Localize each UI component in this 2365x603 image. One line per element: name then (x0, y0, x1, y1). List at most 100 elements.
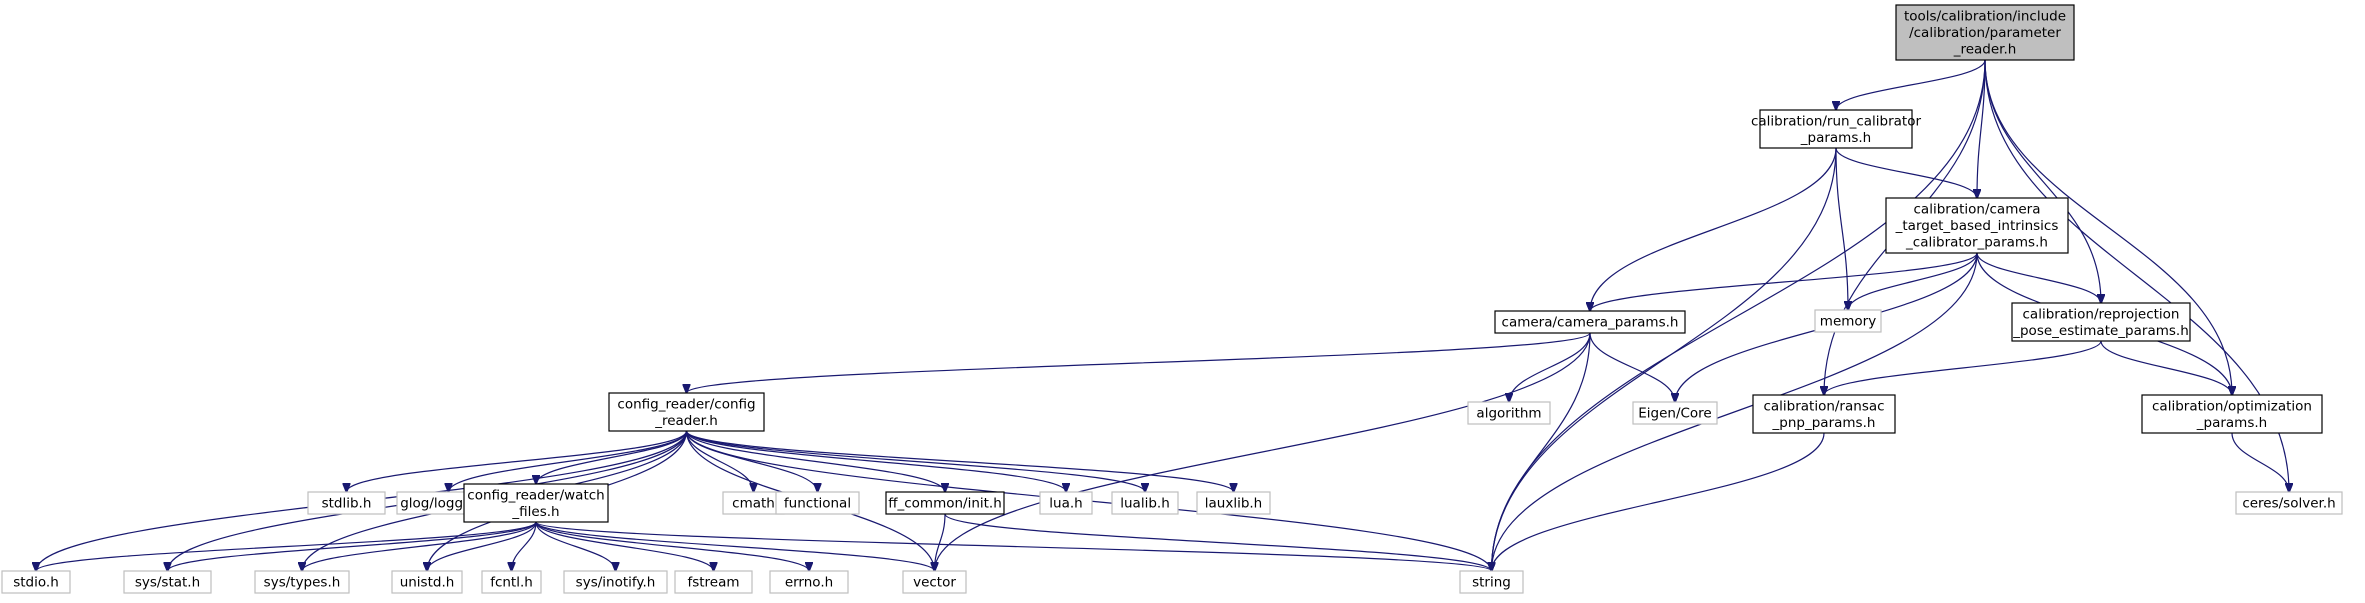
node-label: ceres/solver.h (2242, 496, 2335, 512)
node-lua: lua.h (1039, 491, 1093, 515)
nodes-layer: tools/calibration/include/calibration/pa… (1, 4, 2343, 594)
node-label: ff_common/init.h (888, 496, 1002, 512)
node-config-reader[interactable]: config_reader/config_reader.h (608, 392, 765, 432)
node-label: _calibrator_params.h (1905, 235, 2048, 251)
edges-layer (36, 59, 2289, 571)
edge-config-reader-to-lauxlib (685, 430, 1234, 492)
edge-watch-files-to-sys-stat (168, 521, 537, 571)
node-sys-inotify: sys/inotify.h (563, 570, 668, 594)
node-optimization[interactable]: calibration/optimization_params.h (2141, 394, 2323, 434)
edge-config-reader-to-stdlib (347, 430, 688, 492)
node-algorithm: algorithm (1467, 401, 1551, 425)
node-ransac[interactable]: calibration/ransac_pnp_params.h (1752, 394, 1896, 434)
node-label: fstream (687, 575, 739, 591)
edge-camera-params-to-string (1492, 332, 1591, 571)
edge-run-calibrator-to-string (1492, 147, 1837, 571)
edge-watch-files-to-fcntl (512, 521, 537, 571)
edge-root-to-camera-target (1977, 59, 1986, 198)
edge-config-reader-to-lua (685, 430, 1067, 492)
node-label: calibration/reprojection (2023, 306, 2180, 322)
node-box (2011, 302, 2191, 342)
node-label: calibration/optimization (2152, 398, 2312, 414)
node-label: fcntl.h (490, 575, 533, 591)
node-label: unistd.h (400, 575, 455, 591)
node-label: _reader.h (1953, 42, 2017, 58)
node-watch-files[interactable]: config_reader/watch_files.h (463, 483, 609, 523)
node-sys-types: sys/types.h (254, 570, 350, 594)
node-box (1632, 401, 1718, 425)
node-box (391, 570, 463, 594)
node-root[interactable]: tools/calibration/include/calibration/pa… (1895, 4, 2075, 61)
node-label: stdio.h (13, 575, 59, 591)
node-box (1111, 491, 1179, 515)
node-label: _params.h (2196, 415, 2267, 431)
node-stdio: stdio.h (1, 570, 71, 594)
node-box (1, 570, 71, 594)
node-ceres: ceres/solver.h (2235, 491, 2343, 515)
edge-run-calibrator-to-memory (1835, 147, 1848, 310)
edge-camera-params-to-vector (935, 332, 1591, 571)
node-label: string (1472, 575, 1511, 591)
edge-optimization-to-ceres (2231, 432, 2289, 492)
node-box (902, 570, 967, 594)
edge-run-calibrator-to-camera-target (1835, 147, 1977, 198)
node-label: config_reader/config (617, 396, 755, 412)
node-box (254, 570, 350, 594)
edge-camera-target-to-camera-params (1590, 252, 1978, 311)
node-errno: errno.h (769, 570, 849, 594)
node-label: algorithm (1476, 406, 1541, 422)
edge-camera-params-to-eigen-core (1589, 332, 1675, 402)
node-box (769, 570, 849, 594)
node-fcntl: fcntl.h (481, 570, 542, 594)
node-label: stdlib.h (322, 496, 372, 512)
node-label: camera/camera_params.h (1502, 315, 1679, 331)
node-memory: memory (1814, 309, 1882, 333)
edge-reprojection-to-ransac (1824, 340, 2102, 395)
node-label: /calibration/parameter (1909, 25, 2061, 41)
node-lualib: lualib.h (1111, 491, 1179, 515)
edge-config-reader-to-cmath (685, 430, 754, 492)
node-camera-target[interactable]: calibration/camera_target_based_intrinsi… (1885, 197, 2069, 254)
edge-watch-files-to-fstream (535, 521, 714, 571)
node-label: tools/calibration/include (1904, 9, 2066, 25)
edge-watch-files-to-errno (535, 521, 809, 571)
edge-camera-target-to-reprojection (1976, 252, 2101, 303)
edge-root-to-run-calibrator (1836, 59, 1986, 110)
edge-ransac-to-string (1492, 432, 1825, 571)
node-label: lua.h (1049, 496, 1082, 512)
node-box (1467, 401, 1551, 425)
node-label: _pose_estimate_params.h (2012, 323, 2189, 339)
edge-reprojection-to-optimization (2100, 340, 2232, 395)
node-label: vector (913, 575, 956, 591)
node-box (608, 392, 765, 432)
node-sys-stat: sys/stat.h (123, 570, 212, 594)
node-string: string (1459, 570, 1524, 594)
node-run-calibrator[interactable]: calibration/run_calibrator_params.h (1751, 109, 1922, 149)
node-label: _reader.h (654, 413, 718, 429)
edge-ff-init-to-string (944, 513, 1492, 571)
node-label: lualib.h (1120, 496, 1170, 512)
edge-watch-files-to-unistd (427, 521, 537, 571)
node-label: _target_based_intrinsics (1895, 218, 2059, 234)
node-label: calibration/camera (1914, 202, 2041, 218)
node-stdlib: stdlib.h (307, 491, 386, 515)
node-label: sys/stat.h (135, 575, 200, 591)
node-label: calibration/run_calibrator (1751, 113, 1922, 129)
node-lauxlib: lauxlib.h (1196, 491, 1271, 515)
edge-config-reader-to-ff-init (685, 430, 946, 492)
edge-run-calibrator-to-camera-params (1590, 147, 1837, 311)
node-ff-init[interactable]: ff_common/init.h (885, 491, 1005, 515)
node-box (775, 491, 860, 515)
edge-watch-files-to-sys-types (302, 521, 537, 571)
node-box (123, 570, 212, 594)
node-box (1759, 109, 1913, 149)
node-label: errno.h (785, 575, 833, 591)
node-camera-params[interactable]: camera/camera_params.h (1494, 310, 1686, 334)
node-box (674, 570, 753, 594)
node-reprojection[interactable]: calibration/reprojection_pose_estimate_p… (2011, 302, 2191, 342)
edge-root-to-optimization (1984, 59, 2232, 395)
node-label: calibration/ransac (1763, 398, 1884, 414)
edge-watch-files-to-string (535, 521, 1492, 571)
node-box (2235, 491, 2343, 515)
node-label: sys/inotify.h (576, 575, 656, 591)
